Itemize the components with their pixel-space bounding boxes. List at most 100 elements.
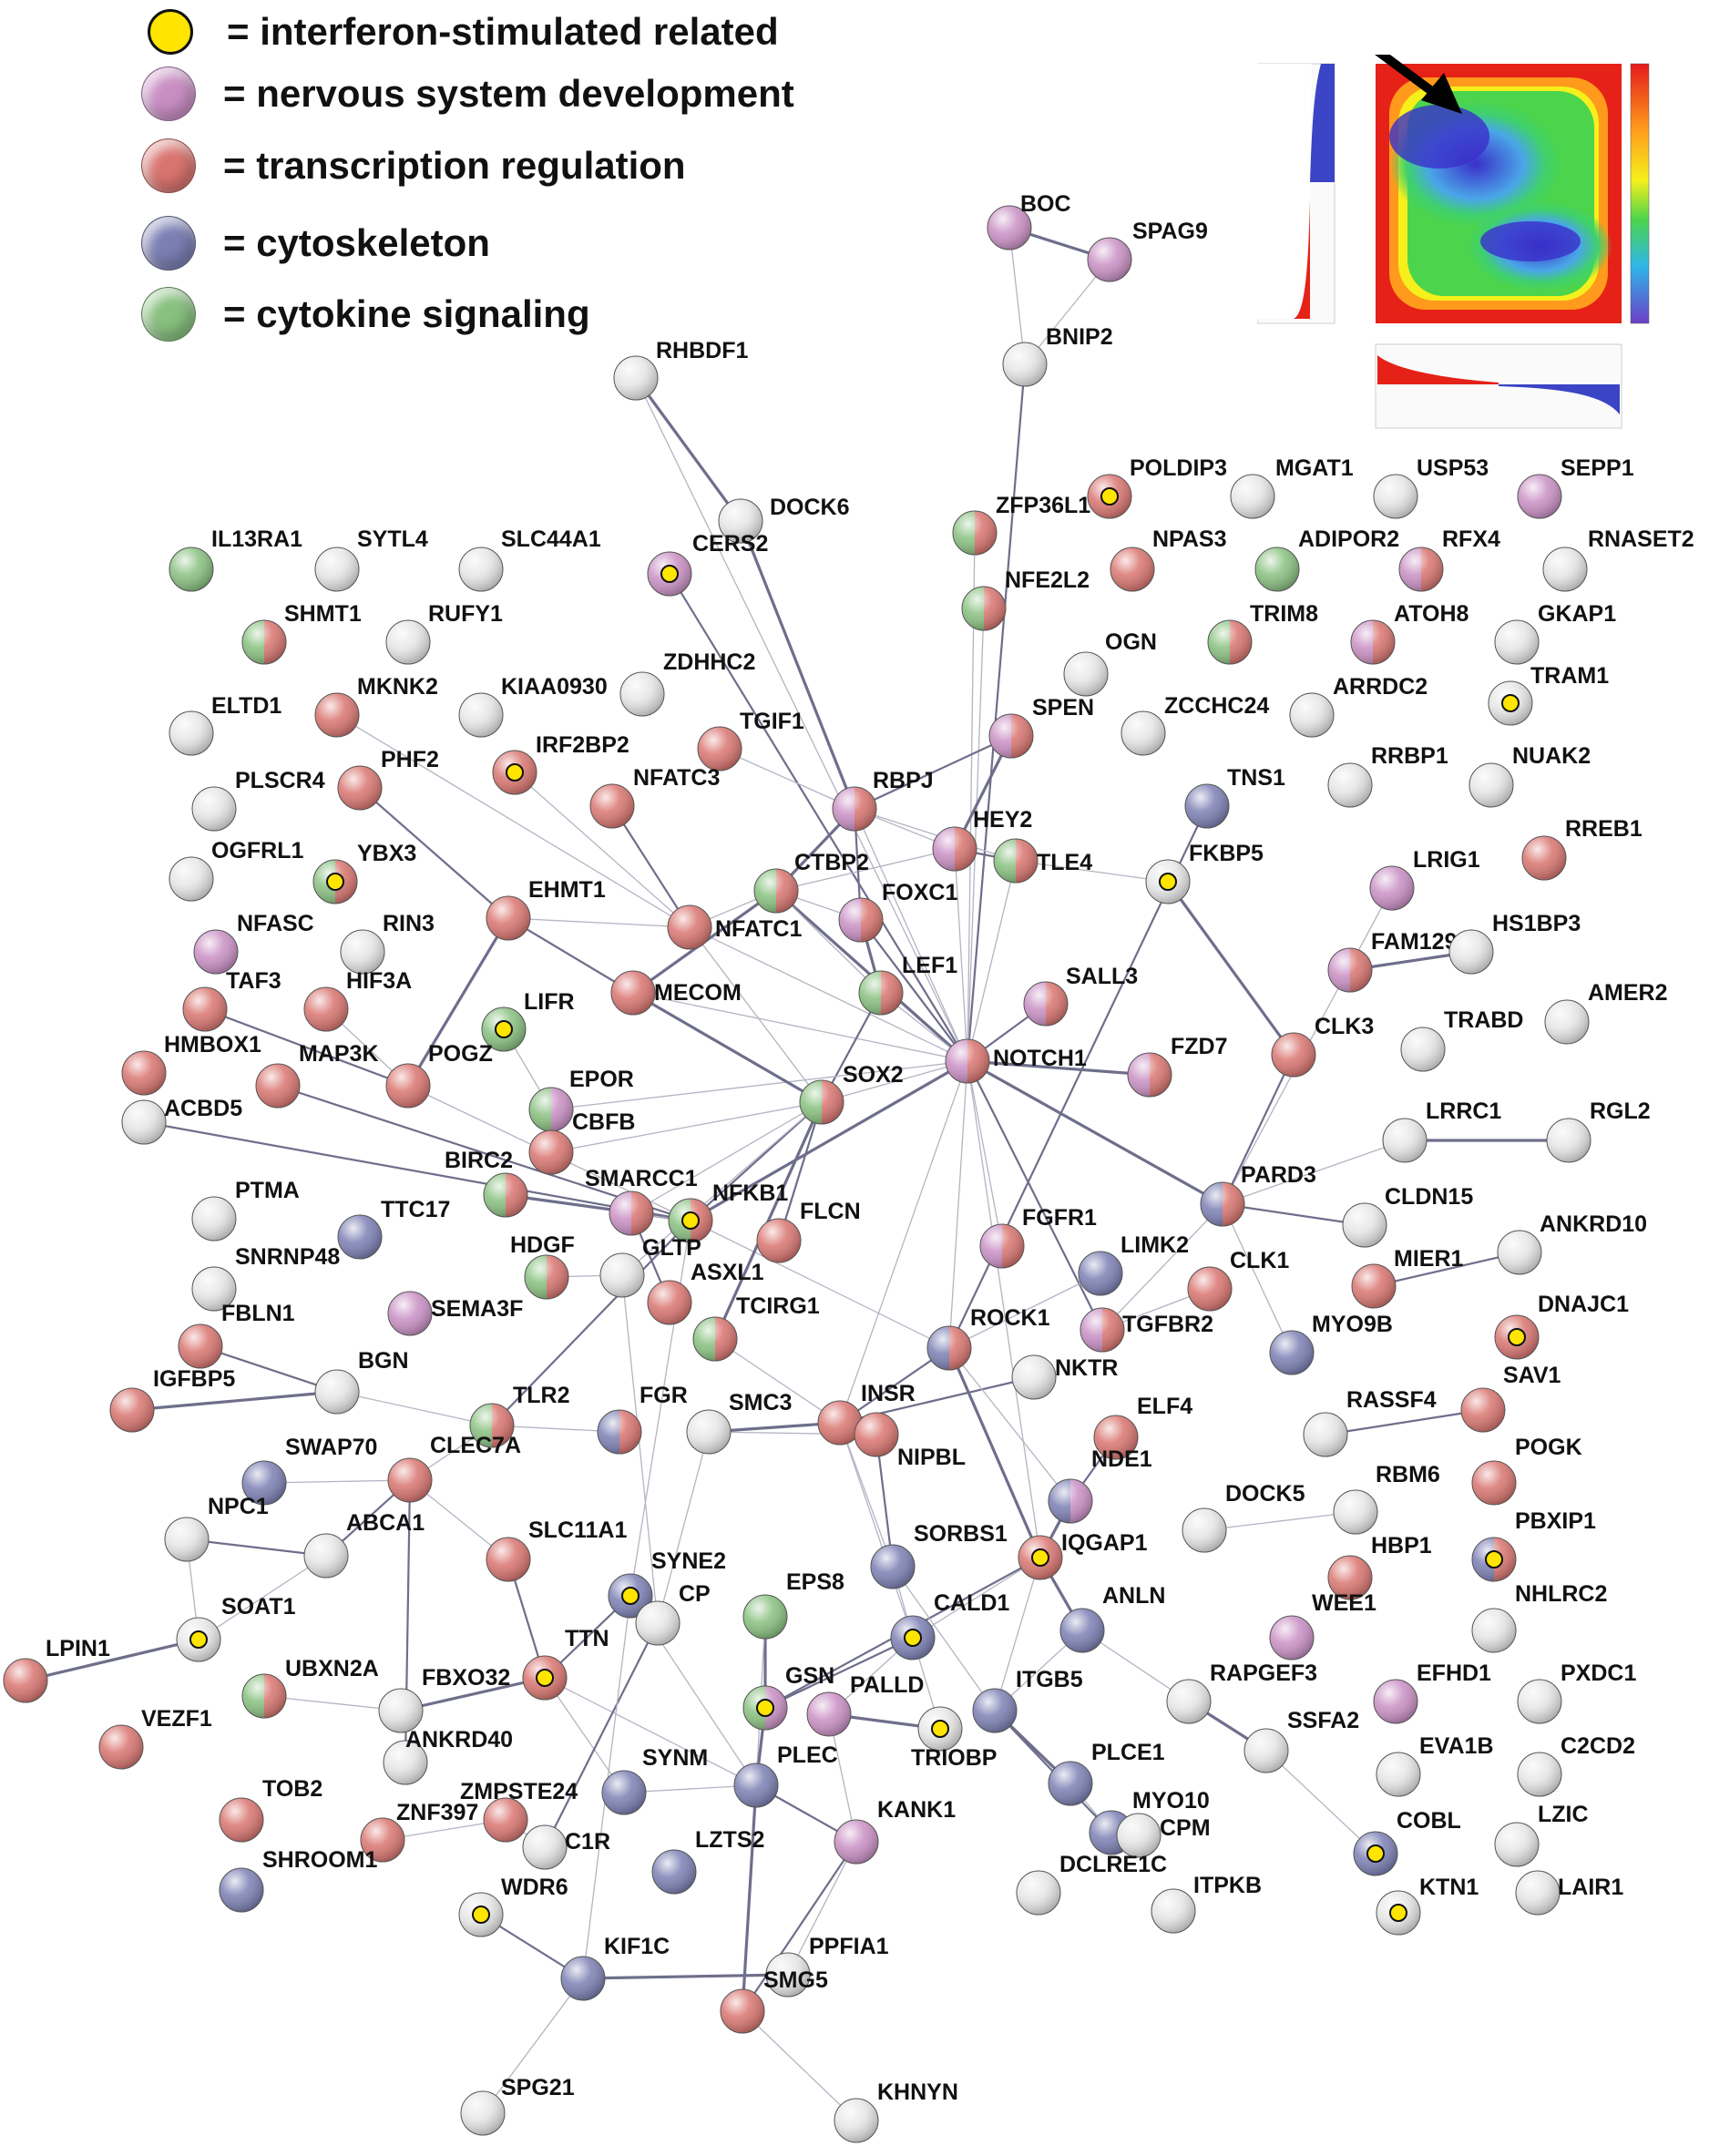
node-kiaa0930: KIAA0930 xyxy=(458,674,608,738)
node-nfatc1: NFATC1 xyxy=(667,904,802,950)
node-cobl: COBL xyxy=(1353,1808,1461,1876)
node-ttc17: TTC17 xyxy=(337,1197,450,1260)
node-sav1: SAV1 xyxy=(1460,1363,1561,1433)
ifn-dot-icon xyxy=(904,1629,922,1647)
node-label: SPAG9 xyxy=(1132,219,1208,244)
node-boc: BOC xyxy=(987,191,1071,250)
legend-label: = transcription regulation xyxy=(223,144,686,187)
node-anln: ANLN xyxy=(1059,1583,1165,1653)
node-gltp: GLTP xyxy=(599,1235,701,1298)
node-nde1: NDE1 xyxy=(1048,1446,1152,1524)
node-rhbdf1: RHBDF1 xyxy=(613,338,748,401)
node-label: YBX3 xyxy=(357,841,416,866)
node-tlr2: TLR2 xyxy=(469,1383,570,1448)
legend-label: = cytokine signaling xyxy=(223,292,590,335)
node-clec7a: CLEC7A xyxy=(387,1433,521,1503)
node-nipbl: NIPBL xyxy=(854,1412,966,1470)
node-ogfrl1: OGFRL1 xyxy=(169,838,303,902)
edge-DOCK6-RBPJ xyxy=(739,520,856,810)
node-nfkb1: NFKB1 xyxy=(668,1180,788,1243)
node-dock5: DOCK5 xyxy=(1182,1481,1305,1553)
edge-FOXC1-NOTCH1 xyxy=(860,919,968,1062)
node-label: CLDN15 xyxy=(1385,1184,1473,1210)
node-label: RBM6 xyxy=(1376,1462,1440,1487)
edge-SMG5-KHNYN xyxy=(742,2010,857,2121)
node-label: LZTS2 xyxy=(695,1827,764,1853)
node-label: IL13RA1 xyxy=(211,526,302,552)
edge-MECOM-SOX2 xyxy=(632,991,823,1104)
node-label: ZMPSTE24 xyxy=(460,1779,578,1804)
edge-HEY2-NOTCH1 xyxy=(954,848,968,1062)
node-nktr: NKTR xyxy=(1011,1354,1118,1400)
node-ankrd10: ANKRD10 xyxy=(1497,1211,1647,1275)
node-label: FBXO32 xyxy=(422,1665,510,1691)
node-poldip3: POLDIP3 xyxy=(1087,455,1227,519)
node-lifr: LIFR xyxy=(481,989,575,1052)
node-label: LZIC xyxy=(1538,1802,1589,1827)
ifn-dot-icon xyxy=(1389,1904,1407,1922)
node-label: LIFR xyxy=(524,989,575,1015)
node-map3k: MAP3K xyxy=(255,1041,379,1109)
node-label: CERS2 xyxy=(692,531,768,557)
node-swap70: SWAP70 xyxy=(241,1435,377,1506)
node-label: CLEC7A xyxy=(430,1433,521,1458)
node-swatch-icon xyxy=(141,287,196,342)
node-label: NFE2L2 xyxy=(1005,567,1090,593)
legend-item-cytoskeleton: = cytoskeleton xyxy=(141,216,490,271)
node-label: PLCE1 xyxy=(1091,1740,1165,1765)
node-mier1: MIER1 xyxy=(1351,1246,1464,1309)
ifn-dot-icon xyxy=(472,1906,490,1924)
node-dnajc1: DNAJC1 xyxy=(1494,1292,1629,1360)
edge-TLE4-NOTCH1 xyxy=(967,860,1017,1062)
edge-KIF1C-SPG21 xyxy=(482,1977,584,2114)
node-shmt1: SHMT1 xyxy=(241,601,362,665)
node-label: FLCN xyxy=(800,1199,861,1224)
node-plscr4: PLSCR4 xyxy=(191,768,325,832)
node-mecom: MECOM xyxy=(610,970,742,1016)
node-label: RFX4 xyxy=(1442,526,1500,552)
ifn-dot-icon xyxy=(1159,873,1177,891)
node-triobp: TRIOBP xyxy=(911,1706,997,1771)
node-rapgef3: RAPGEF3 xyxy=(1166,1660,1317,1724)
ifn-dot-icon xyxy=(931,1720,949,1738)
node-sema3f: SEMA3F xyxy=(387,1291,523,1336)
node-label: FOXC1 xyxy=(882,880,957,905)
node-label: RGL2 xyxy=(1590,1098,1651,1124)
node-rfx4: RFX4 xyxy=(1398,526,1500,592)
edge-IQGAP1-ITGB5 xyxy=(994,1557,1041,1712)
edge-SMARCC1-SOX2 xyxy=(630,1101,823,1214)
ifn-dot-icon xyxy=(1508,1328,1526,1346)
node-label: TOB2 xyxy=(262,1776,322,1802)
node-cldn15: CLDN15 xyxy=(1342,1184,1473,1248)
node-label: NFKB1 xyxy=(712,1180,788,1206)
node-label: ATOH8 xyxy=(1394,601,1469,627)
edge-PARD3-MYO9B xyxy=(1222,1203,1293,1354)
node-label: TLR2 xyxy=(513,1383,570,1408)
node-label: PBXIP1 xyxy=(1515,1508,1596,1534)
node-label: RREB1 xyxy=(1565,816,1642,842)
legend-label: = cytoskeleton xyxy=(223,221,490,264)
node-label: MAP3K xyxy=(299,1041,379,1067)
node-label: NKTR xyxy=(1055,1355,1118,1381)
node-lrrc1: LRRC1 xyxy=(1382,1098,1501,1163)
edge-FZD7-NOTCH1 xyxy=(967,1059,1151,1077)
node-taf3: TAF3 xyxy=(182,968,281,1032)
node-abca1: ABCA1 xyxy=(303,1510,425,1579)
node-label: NOTCH1 xyxy=(993,1046,1087,1071)
node-label: SYTL4 xyxy=(357,526,428,552)
node-label: PHF2 xyxy=(381,747,439,772)
node-label: NFASC xyxy=(237,911,314,936)
node-label: INSR xyxy=(861,1381,916,1406)
edge-TAF3-POGZ xyxy=(204,1007,409,1088)
node-c1r: C1R xyxy=(522,1824,610,1870)
node-zmpste24: ZMPSTE24 xyxy=(460,1779,578,1843)
node-label: TRIOBP xyxy=(911,1745,997,1771)
node-rgl2: RGL2 xyxy=(1546,1098,1651,1163)
node-label: SWAP70 xyxy=(285,1435,377,1460)
node-spag9: SPAG9 xyxy=(1087,219,1208,282)
node-limk2: LIMK2 xyxy=(1078,1232,1189,1296)
legend-label: = interferon-stimulated related xyxy=(227,10,779,53)
edge-NFE2L2-NOTCH1 xyxy=(967,608,985,1062)
node-nhlrc2: NHLRC2 xyxy=(1471,1581,1607,1653)
